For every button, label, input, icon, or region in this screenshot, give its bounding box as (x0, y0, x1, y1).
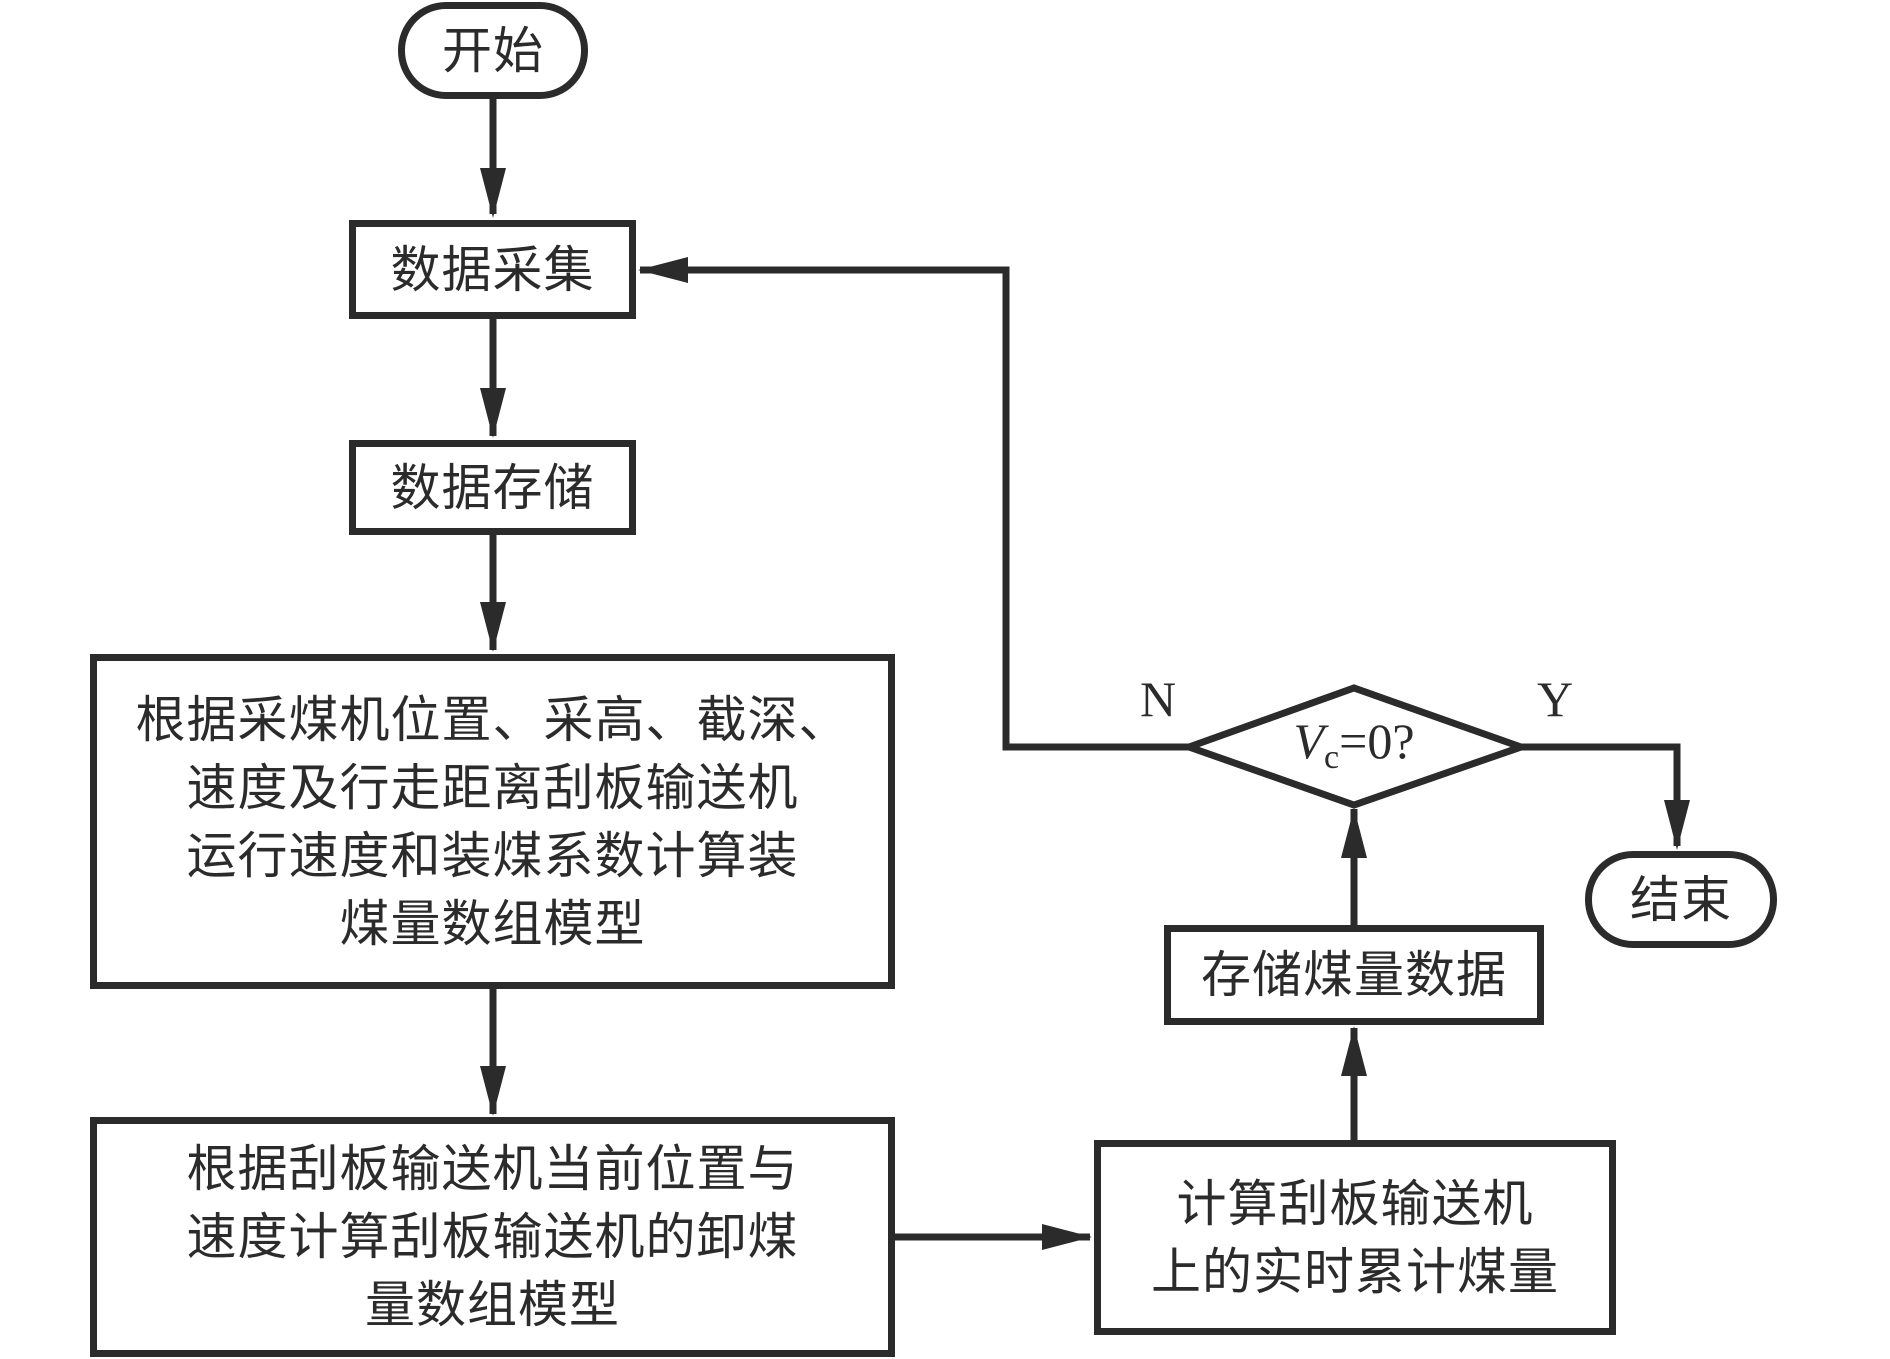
accumulate-label: 计算刮板输送机 上的实时累计煤量 (1151, 1174, 1559, 1301)
decision-diamond (1178, 684, 1532, 809)
unload-model-node: 根据刮板输送机当前位置与 速度计算刮板输送机的卸煤 量数组模型 (90, 1117, 895, 1357)
edge-decision-end-yes (1521, 743, 1681, 846)
arrowhead (638, 257, 688, 283)
load-model-label: 根据采煤机位置、采高、截深、 速度及行走距离刮板输送机 运行速度和装煤系数计算装… (135, 690, 850, 953)
data-collection-label: 数据采集 (390, 240, 595, 299)
arrowhead (480, 168, 506, 218)
unload-model-label: 根据刮板输送机当前位置与 速度计算刮板输送机的卸煤 量数组模型 (186, 1140, 799, 1334)
arrowhead (1042, 1224, 1092, 1250)
arrowhead (480, 1066, 506, 1116)
decision-var: V (1293, 713, 1325, 769)
arrowhead (480, 388, 506, 438)
decision-sub: c (1324, 739, 1340, 776)
arrowhead (1341, 1026, 1367, 1076)
end-node: 结束 (1585, 851, 1777, 948)
store-coal-label: 存储煤量数据 (1201, 946, 1507, 1004)
load-model-node: 根据采煤机位置、采高、截深、 速度及行走距离刮板输送机 运行速度和装煤系数计算装… (90, 654, 895, 989)
decision-rest: =0? (1339, 713, 1415, 769)
arrowhead (1341, 808, 1367, 858)
data-collection-node: 数据采集 (349, 220, 636, 319)
start-label: 开始 (442, 21, 544, 80)
end-label: 结束 (1630, 870, 1732, 929)
branch-no-label: N (1140, 671, 1177, 727)
decision-label: Vc=0? (1189, 712, 1519, 777)
arrowhead (480, 602, 506, 652)
store-coal-node: 存储煤量数据 (1164, 925, 1544, 1025)
edge-decision-collect-no (640, 266, 1189, 751)
branch-yes-label: Y (1537, 671, 1574, 727)
start-node: 开始 (398, 2, 588, 99)
arrowhead (1664, 800, 1690, 850)
accumulate-node: 计算刮板输送机 上的实时累计煤量 (1094, 1140, 1616, 1335)
data-storage-label: 数据存储 (390, 458, 595, 517)
data-storage-node: 数据存储 (349, 440, 636, 535)
